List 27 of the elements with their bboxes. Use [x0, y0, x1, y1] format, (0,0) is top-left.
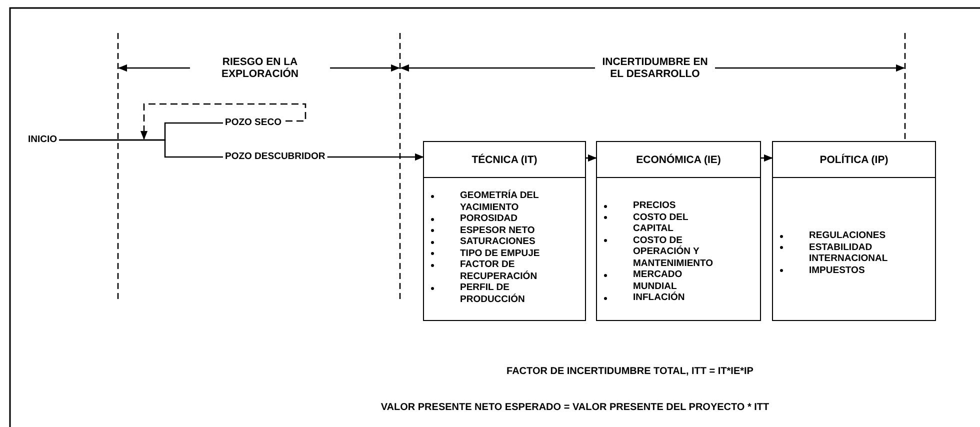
factor-box [596, 141, 761, 321]
list-item: COSTO DEL CAPITAL [633, 212, 690, 234]
list-item: COSTO DE OPERACIÓN Y MANTENIMIENTO [633, 234, 714, 269]
arrow [761, 154, 773, 162]
arrow [586, 154, 597, 162]
list-item: ESTABILIDAD INTERNACIONAL [809, 242, 889, 264]
box-heading: POLÍTICA (IP) [773, 142, 935, 178]
list-item: MERCADO MUNDIAL [633, 269, 684, 292]
phase-label: INCERTIDUMBRE EN EL DESARROLLO [595, 56, 715, 80]
list-item: ESPESOR NETO [460, 224, 536, 236]
box-heading: ECONÓMICA (IE) [597, 142, 760, 178]
factor-box [772, 141, 936, 321]
list-item: TIPO DE EMPUJE [460, 248, 541, 259]
list-item: GEOMETRÍA DEL YACIMIENTO [460, 190, 540, 213]
arrow [140, 103, 306, 140]
list-item: FACTOR DE RECUPERACIÓN [460, 259, 538, 282]
list-item: IMPUESTOS [809, 264, 866, 276]
list-item: POROSIDAD [460, 213, 519, 224]
list-item: PERFIL DE PRODUCCIÓN [460, 282, 526, 305]
phase-label: RIESGO EN LA EXPLORACIÓN [190, 56, 330, 80]
arrow [327, 153, 424, 161]
list-item: SATURACIONES [460, 236, 536, 248]
box-heading: TÉCNICA (IT) [424, 142, 585, 178]
list-item: PRECIOS [633, 200, 677, 212]
factor-box [423, 141, 586, 321]
list-item: REGULACIONES [809, 230, 887, 242]
list-item: INFLACIÓN [633, 292, 686, 304]
